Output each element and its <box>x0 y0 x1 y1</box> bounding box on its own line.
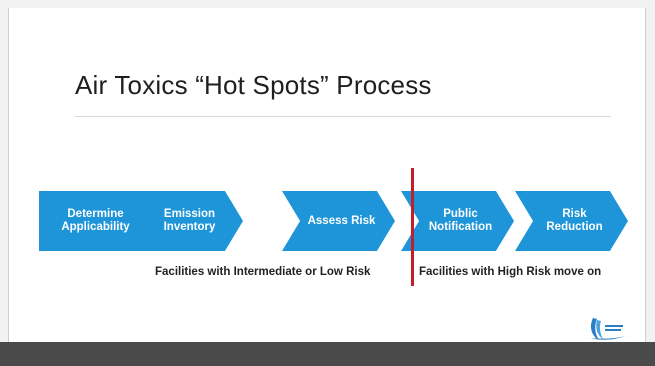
title-underline <box>75 116 611 117</box>
air-district-logo-icon <box>591 318 625 340</box>
caption-high-risk: Facilities with High Risk move on <box>419 266 602 278</box>
slide-title: Air Toxics “Hot Spots” Process <box>75 70 432 100</box>
process-step-risk-reduction: Risk Reduction <box>515 191 628 251</box>
footer-bar <box>0 342 655 366</box>
step-label: Public Notification <box>428 208 493 233</box>
process-step-determine-applicability: Determine Applicability <box>39 191 152 251</box>
step-label: Risk Reduction <box>546 208 603 233</box>
step-label: Emission Inventory <box>163 208 216 233</box>
process-step-assess-risk: Assess Risk <box>282 191 395 251</box>
caption-intermediate-low-risk: Facilities with Intermediate or Low Risk <box>155 266 371 278</box>
slide: Air Toxics “Hot Spots” Process Determine… <box>8 8 646 342</box>
step-label: Assess Risk <box>307 214 376 227</box>
process-step-public-notification: Public Notification <box>401 191 514 251</box>
step-label: Determine Applicability <box>61 208 130 233</box>
risk-threshold-divider <box>411 168 414 286</box>
process-step-emission-inventory: Emission Inventory <box>130 191 243 251</box>
